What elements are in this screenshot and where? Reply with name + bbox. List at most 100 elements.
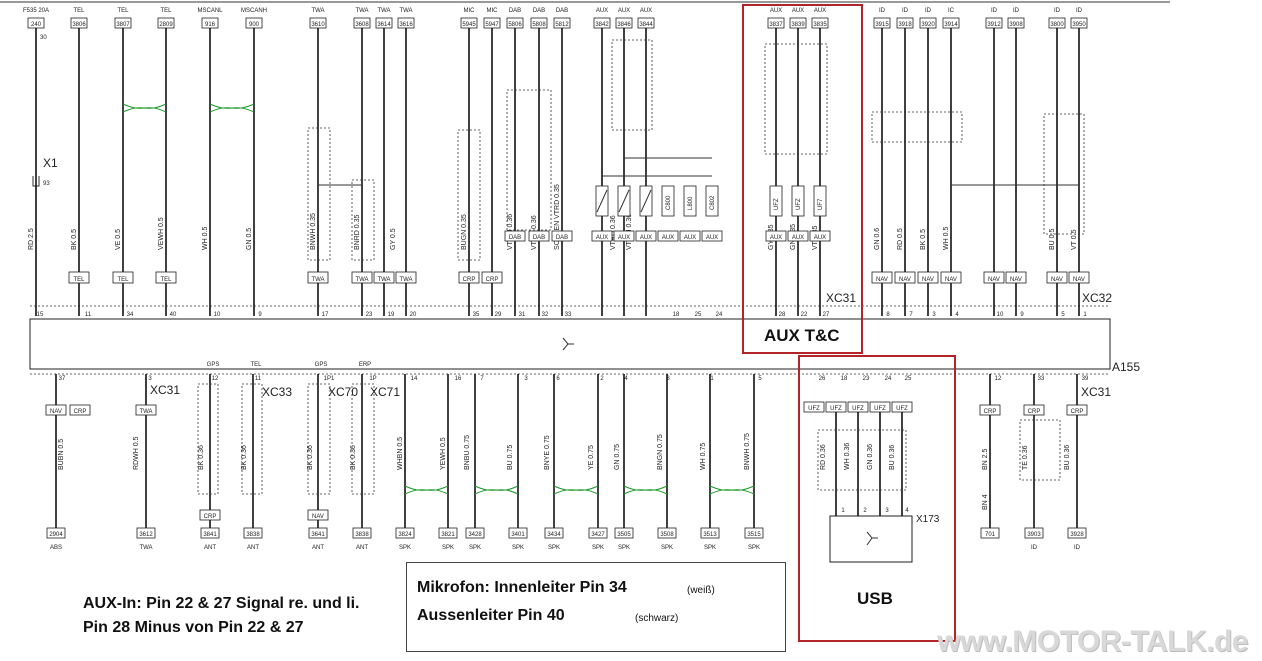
aux-box-7-box xyxy=(787,230,809,242)
bottom-connector-2-text: TWA xyxy=(139,409,152,415)
top-connector-13-text: NAV xyxy=(988,277,1000,283)
bottom-wire-label-10: BNYE 0.75 xyxy=(544,435,551,470)
top-connector-14-box xyxy=(1005,271,1027,284)
top-wire-label-2: VE 0.5 xyxy=(115,229,122,250)
top-pin-group-22: ID xyxy=(902,8,909,14)
bottom-end-part-5-text: 3838 xyxy=(355,532,369,538)
bottom-connector-5-text: CRP xyxy=(1071,409,1084,415)
top-wire-label-7: BNRD 0.35 xyxy=(354,214,361,250)
bottom-wire-label-1: RDWH 0.5 xyxy=(133,436,140,470)
bottom-wire-label-5: BK 0.36 xyxy=(350,445,357,470)
bottom-end-group-1: TWA xyxy=(139,545,152,551)
twisted-pair-bottom-0 xyxy=(404,485,449,495)
top-connector-13-box xyxy=(983,271,1005,284)
bottom-end-part-3-text: 3838 xyxy=(246,532,260,538)
bottom-connector-10-text: UFZ xyxy=(896,406,908,412)
top-pin-number-12: 31 xyxy=(519,312,526,318)
filter-part-box-5 xyxy=(813,185,827,217)
top-pin-10-text: 5945 xyxy=(462,22,476,28)
top-connector-15-text: NAV xyxy=(1051,277,1063,283)
bottom-wire-label-3: BK 0.36 xyxy=(241,445,248,470)
bottom-end-part-10-text: 3434 xyxy=(547,532,561,538)
bottom-pin-number-18: 23 xyxy=(863,376,870,382)
bottom-end-part-18-text: 3928 xyxy=(1070,532,1084,538)
top-pin-8-text: 3614 xyxy=(377,22,391,28)
usb-highlight-box xyxy=(798,355,956,642)
legend-line-1: Mikrofon: Innenleiter Pin 34 xyxy=(417,579,627,596)
top-pin-25-text: 3912 xyxy=(987,22,1001,28)
dab-box-0-box xyxy=(504,230,526,242)
x173-ground-symbol xyxy=(866,531,878,546)
bottom-pin-number-12: 4 xyxy=(624,376,628,382)
top-pin-group-21: ID xyxy=(879,8,886,14)
bottom-pin-number-16: 26 xyxy=(819,376,826,382)
bottom-pin-number-1: 3 xyxy=(148,376,152,382)
bottom-end-part-9-text: 3401 xyxy=(511,532,525,538)
aux-box-3-text: AUX xyxy=(662,235,674,241)
top-connector-12-text: NAV xyxy=(945,277,957,283)
shield-outline-7 xyxy=(1043,113,1085,235)
top-wire-label-23: VT 0.5 xyxy=(1071,229,1078,250)
top-wire-label-4: WH 0.5 xyxy=(202,227,209,250)
top-pin-group-10: MIC xyxy=(464,8,476,14)
filter-part-text-4: UFZ xyxy=(796,198,802,210)
xc31-top-label: XC31 xyxy=(826,291,857,305)
top-pin-number-28: 1 xyxy=(1083,312,1087,318)
bottom-wire-label-8: BNBU 0.75 xyxy=(464,435,471,470)
bottom-group-0: GPS xyxy=(207,362,220,368)
a155-label: A155 xyxy=(1112,360,1141,374)
top-connector-5-text: TWA xyxy=(377,277,390,283)
bottom-end-part-10-box xyxy=(544,527,564,539)
bottom-wire-label-12: GN 0.75 xyxy=(614,444,621,470)
filter-part-box-4 xyxy=(791,185,805,217)
bottom-connector-3-text: CRP xyxy=(984,409,997,415)
module-ground-symbol xyxy=(562,337,574,351)
top-pin-6-text: 3610 xyxy=(311,22,325,28)
top-pin-group-23: ID xyxy=(925,8,932,14)
filter-resistor-slash-1 xyxy=(618,189,630,213)
bottom-end-group-11: SPK xyxy=(592,545,604,551)
top-wire-label-12: SCREEN VTRD 0.35 xyxy=(554,184,561,250)
top-wire-label-6: BNWH 0.35 xyxy=(310,213,317,250)
top-pin-number-24: 4 xyxy=(955,312,959,318)
bottom-wire-label-23: BN 4 xyxy=(982,494,989,510)
top-pin-group-2: TEL xyxy=(117,8,129,14)
top-pin-5-text: 900 xyxy=(249,22,260,28)
bottom-end-group-5: ANT xyxy=(356,545,368,551)
top-pin-number-14: 33 xyxy=(565,312,572,318)
top-pin-group-26: ID xyxy=(1013,8,1020,14)
top-wire-label-1: BK 0.5 xyxy=(71,229,78,250)
twisted-pair-top-0 xyxy=(122,103,167,113)
shield-outline-4 xyxy=(611,39,653,131)
bottom-connector-9-text: UFZ xyxy=(874,406,886,412)
filter-part-box-3 xyxy=(769,185,783,217)
top-pin-number-1: 11 xyxy=(85,312,92,318)
filter-part-box-2 xyxy=(705,185,719,217)
bottom-connector-4-text: CRP xyxy=(1028,409,1041,415)
top-connector-7-text: CRP xyxy=(463,277,476,283)
bottom-end-part-8-text: 3428 xyxy=(468,532,482,538)
top-pin-number-21: 8 xyxy=(886,312,890,318)
top-connector-0-box xyxy=(68,271,90,284)
xc70-label: XC70 xyxy=(328,385,359,399)
bottom-end-group-14: SPK xyxy=(704,545,716,551)
bottom-end-part-17-box xyxy=(1024,527,1044,539)
aux-in-note-line2: Pin 28 Minus von Pin 22 & 27 xyxy=(83,619,304,636)
bottom-end-group-17: ID xyxy=(1031,545,1038,551)
bottom-wire-label-11: YE 0.75 xyxy=(588,445,595,470)
top-pin-number-13: 32 xyxy=(542,312,549,318)
top-pin-number-10: 35 xyxy=(473,312,480,318)
top-pin-number-26: 9 xyxy=(1020,312,1024,318)
filter-part-text-0: C800 xyxy=(666,195,672,210)
aux-box-6-box xyxy=(765,230,787,242)
dab-box-1-box xyxy=(528,230,550,242)
top-pin-4-text: 916 xyxy=(205,22,216,28)
top-connector-12-box xyxy=(940,271,962,284)
top-connector-9-text: NAV xyxy=(876,277,888,283)
bottom-wire-label-7: YEWH 0.5 xyxy=(440,437,447,470)
top-connector-6-text: TWA xyxy=(399,277,412,283)
bottom-shield-outline-4 xyxy=(817,429,907,491)
top-pin-group-28: ID xyxy=(1076,8,1083,14)
top-pin-group-25: ID xyxy=(991,8,998,14)
bottom-end-group-7: SPK xyxy=(442,545,454,551)
